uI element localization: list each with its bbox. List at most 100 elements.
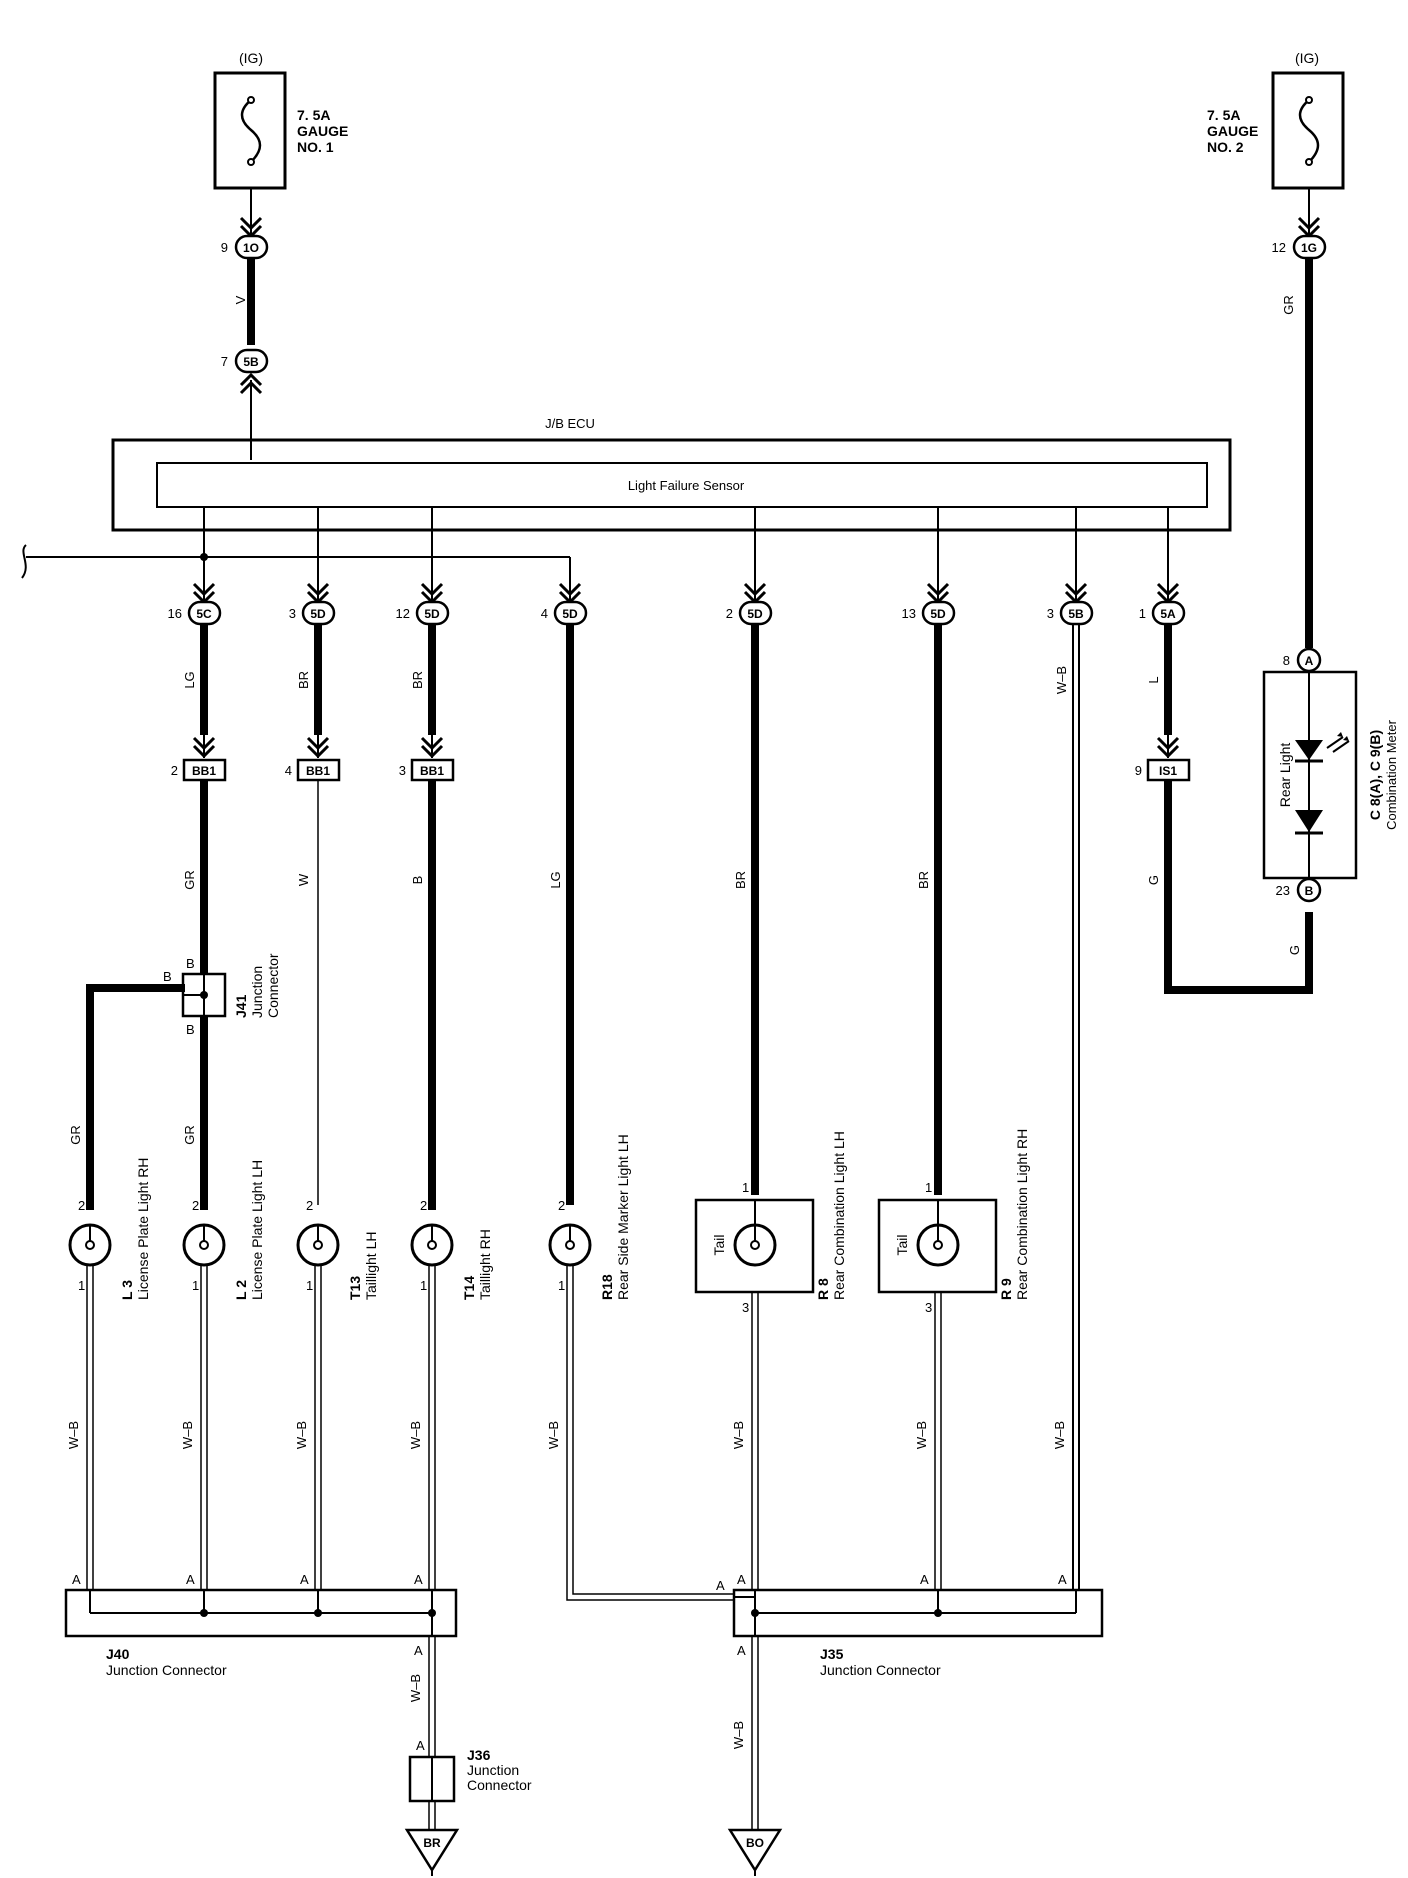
svg-text:LG: LG xyxy=(182,671,197,688)
bulb-t13: 2 1 T13 Taillight LH xyxy=(296,1198,379,1300)
svg-text:R18: R18 xyxy=(599,1274,615,1300)
connector-1o: 1O 9 xyxy=(221,234,269,260)
svg-text:1: 1 xyxy=(558,1278,565,1293)
svg-text:Junction Connector: Junction Connector xyxy=(106,1662,227,1678)
svg-text:A: A xyxy=(414,1572,423,1587)
fuse1-rating: 7. 5A xyxy=(297,107,330,123)
svg-text:BR: BR xyxy=(296,671,311,689)
fuse2-rating: 7. 5A xyxy=(1207,107,1240,123)
svg-text:Combination Meter: Combination Meter xyxy=(1384,719,1399,829)
bulb-l2: 2 1 L 2 License Plate Light LH xyxy=(182,1160,265,1300)
svg-text:A: A xyxy=(414,1643,423,1658)
svg-text:W–B: W–B xyxy=(731,1721,746,1749)
svg-text:W–B: W–B xyxy=(294,1421,309,1449)
svg-text:3: 3 xyxy=(1047,606,1054,621)
ecu-connector-5b: 5B 3 xyxy=(1047,600,1094,626)
fuse-gauge-no2: (IG) 7. 5A GAUGE NO. 2 xyxy=(1207,50,1345,190)
svg-text:J35: J35 xyxy=(820,1646,844,1662)
svg-text:GR: GR xyxy=(68,1125,83,1145)
svg-text:BR: BR xyxy=(733,871,748,889)
svg-text:B: B xyxy=(163,969,172,984)
svg-text:Taillight RH: Taillight RH xyxy=(477,1229,493,1300)
svg-text:A: A xyxy=(1058,1572,1067,1587)
svg-text:2: 2 xyxy=(420,1198,427,1213)
svg-text:A: A xyxy=(416,1738,425,1753)
svg-text:5C: 5C xyxy=(196,607,212,621)
wire-fuse2-to-meter xyxy=(1297,188,1321,648)
combination-meter: A 8 B 23 Rear Light C 8(A), C 9(B) Combi… xyxy=(1262,647,1399,955)
svg-text:B: B xyxy=(410,876,425,885)
svg-text:A: A xyxy=(72,1572,81,1587)
connector-5b-top: 5B 7 xyxy=(221,348,269,374)
junction-connector-j35: A A A A A J35 Junction Connector xyxy=(716,1572,1104,1678)
svg-text:5D: 5D xyxy=(747,607,763,621)
wire-fuse1-to-ecu xyxy=(239,188,263,460)
svg-text:License Plate Light RH: License Plate Light RH xyxy=(135,1158,151,1300)
rear-light-label: Rear Light xyxy=(1277,743,1293,808)
svg-text:G: G xyxy=(1287,945,1302,955)
svg-text:2: 2 xyxy=(558,1198,565,1213)
svg-text:Junction: Junction xyxy=(467,1762,519,1778)
junction-connector-j40: A A A A A J40 Junction Connector xyxy=(64,1572,458,1678)
svg-text:3: 3 xyxy=(925,1300,932,1315)
svg-text:W–B: W–B xyxy=(66,1421,81,1449)
connector-is1: IS1 9 xyxy=(1135,758,1191,782)
svg-text:8: 8 xyxy=(1283,653,1290,668)
connector-bb1-2: BB1 2 xyxy=(171,758,227,782)
svg-text:5D: 5D xyxy=(562,607,578,621)
svg-text:12: 12 xyxy=(1272,240,1286,255)
bulb-r18: 2 1 R18 Rear Side Marker Light LH xyxy=(548,1134,631,1300)
svg-text:BO: BO xyxy=(746,1836,764,1850)
svg-text:A: A xyxy=(300,1572,309,1587)
fuse-gauge-no1: (IG) 7. 5A GAUGE NO. 1 xyxy=(213,50,348,190)
svg-text:5B: 5B xyxy=(1068,607,1084,621)
svg-text:A: A xyxy=(920,1572,929,1587)
svg-text:2: 2 xyxy=(78,1198,85,1213)
ecu-connector-5c: 5C 16 xyxy=(168,600,222,626)
svg-text:12: 12 xyxy=(396,606,410,621)
svg-text:1: 1 xyxy=(742,1180,749,1195)
svg-text:BR: BR xyxy=(410,671,425,689)
ecu-label: J/B ECU xyxy=(545,416,595,431)
svg-text:1: 1 xyxy=(192,1278,199,1293)
light-failure-sensor: Light Failure Sensor xyxy=(628,478,745,493)
junction-connector-j36: A J36 Junction Connector xyxy=(408,1738,532,1803)
fuse1-no: NO. 1 xyxy=(297,139,334,155)
svg-text:L 2: L 2 xyxy=(233,1280,249,1300)
svg-text:G: G xyxy=(1146,875,1161,885)
svg-text:W–B: W–B xyxy=(1054,666,1069,694)
svg-text:L: L xyxy=(1146,676,1161,683)
svg-text:1: 1 xyxy=(1139,606,1146,621)
svg-text:GR: GR xyxy=(182,1125,197,1145)
jb-ecu: J/B ECU Light Failure Sensor xyxy=(111,416,1232,532)
ground-br: BR xyxy=(404,1828,460,1876)
wire-label-v: V xyxy=(233,295,248,304)
svg-text:Junction: Junction xyxy=(249,966,265,1018)
svg-text:5A: 5A xyxy=(1160,607,1176,621)
svg-text:Tail: Tail xyxy=(894,1234,910,1255)
svg-text:4: 4 xyxy=(541,606,548,621)
ecu-connector-5d-4: 5D 4 xyxy=(541,600,588,626)
svg-text:2: 2 xyxy=(306,1198,313,1213)
svg-text:B: B xyxy=(1305,884,1314,898)
ecu-output-lines xyxy=(192,507,1180,605)
svg-text:1O: 1O xyxy=(243,241,259,255)
svg-text:2: 2 xyxy=(192,1198,199,1213)
svg-text:1G: 1G xyxy=(1301,241,1317,255)
svg-text:W: W xyxy=(296,873,311,886)
svg-text:1: 1 xyxy=(420,1278,427,1293)
wire-label-gr-right: GR xyxy=(1281,295,1296,315)
svg-text:5D: 5D xyxy=(424,607,440,621)
svg-text:16: 16 xyxy=(168,606,182,621)
fuse1-name: GAUGE xyxy=(297,123,348,139)
svg-text:T13: T13 xyxy=(347,1276,363,1300)
svg-text:GR: GR xyxy=(182,870,197,890)
ecu-connector-5d-13: 5D 13 xyxy=(902,600,956,626)
svg-text:BR: BR xyxy=(916,871,931,889)
ground-bo: BO xyxy=(727,1828,783,1876)
connector-1g: 1G 12 xyxy=(1272,234,1327,260)
svg-text:C 8(A), C 9(B): C 8(A), C 9(B) xyxy=(1367,730,1383,820)
svg-text:BR: BR xyxy=(423,1836,441,1850)
svg-text:5D: 5D xyxy=(930,607,946,621)
